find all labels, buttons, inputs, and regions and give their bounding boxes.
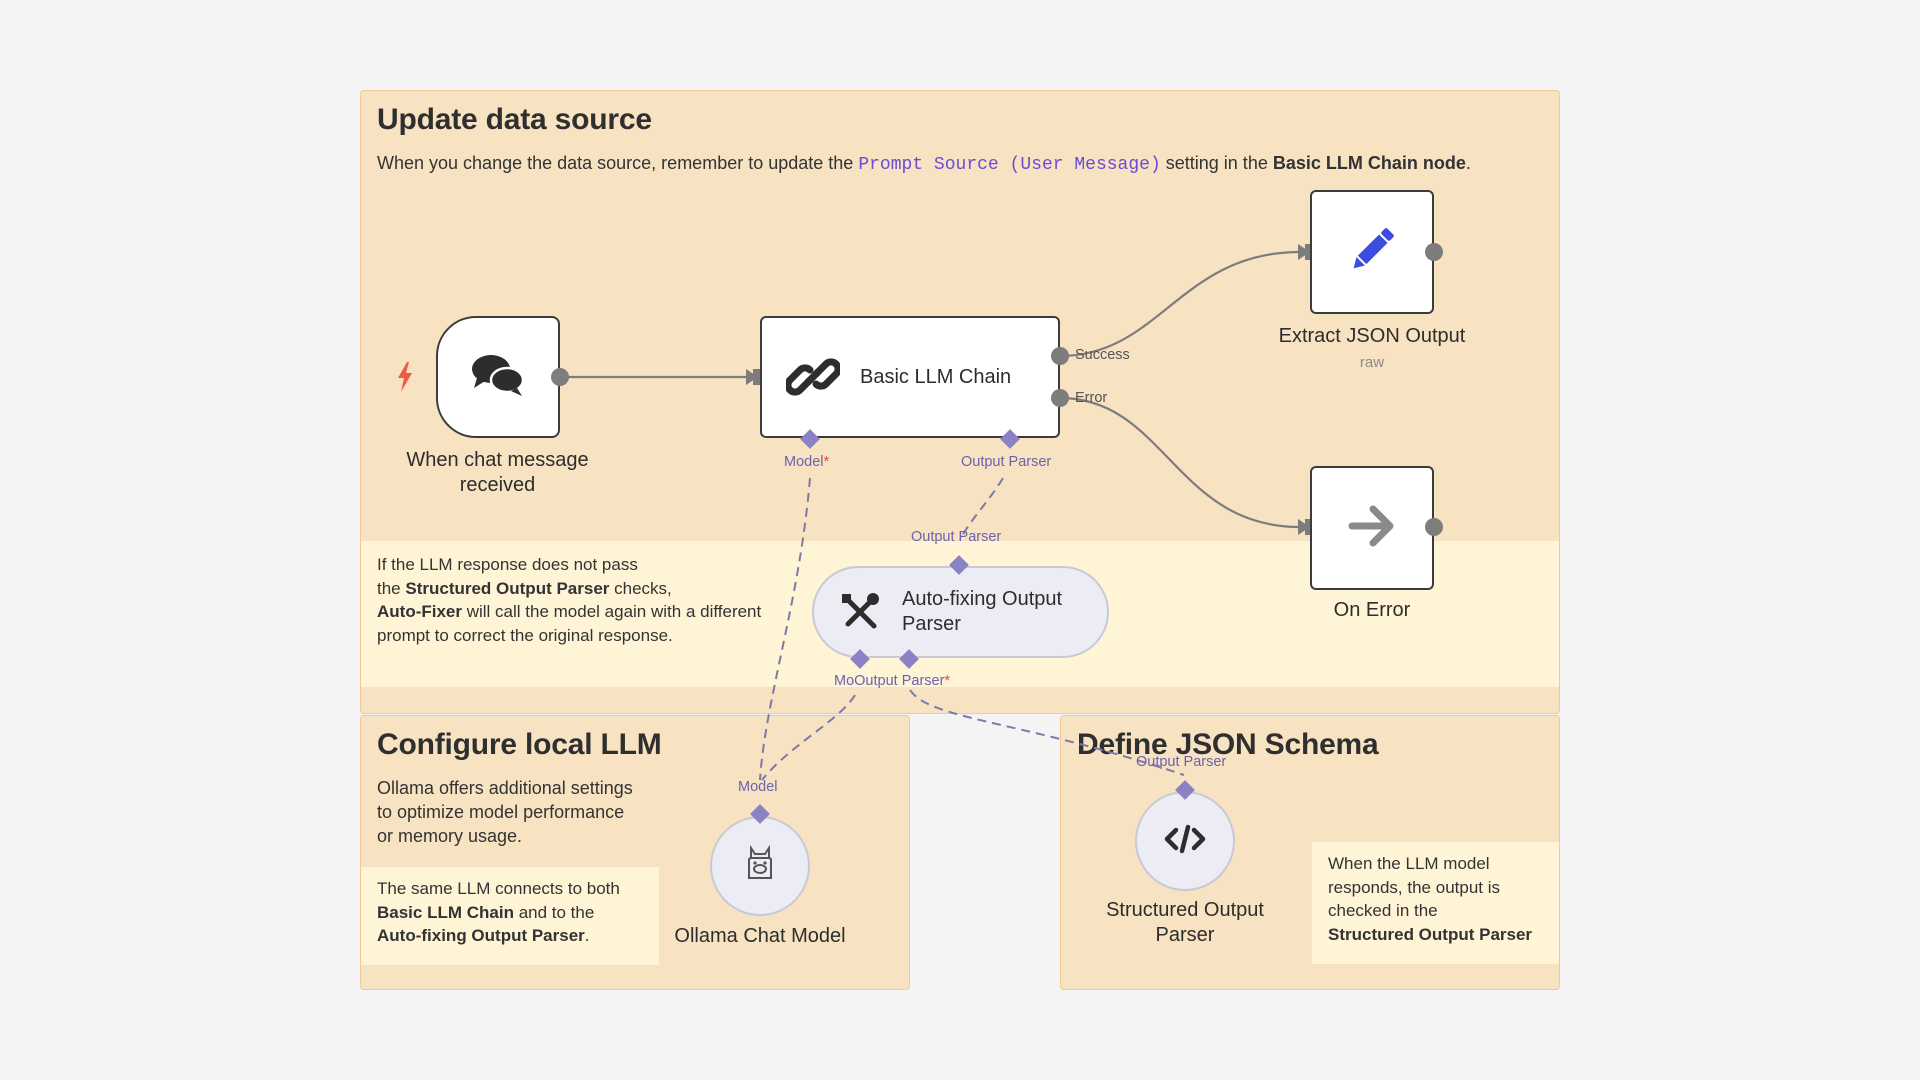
- chain-link-icon: [786, 350, 840, 404]
- bold-text: Basic LLM Chain: [377, 902, 514, 922]
- on-error-label: On Error: [1333, 599, 1411, 621]
- structured-output-parser-node[interactable]: [1135, 791, 1235, 891]
- description-line: to optimize model performance: [377, 802, 625, 822]
- sticky-title: Define JSON Schema: [1077, 728, 1379, 761]
- bold-text: Basic LLM Chain node: [1272, 153, 1466, 173]
- autofix-ports-label: MoOutput Parser*: [834, 673, 950, 689]
- arrow-head: [1298, 519, 1310, 535]
- parser-connection-structured[interactable]: [909, 689, 1185, 776]
- sticky-title: Configure local LLM: [377, 728, 662, 761]
- schema-inner-note[interactable]: When the LLM model responds, the output …: [1312, 842, 1559, 964]
- on-error-node[interactable]: [1310, 466, 1434, 590]
- sticky-title: Update data source: [377, 103, 652, 136]
- extract-json-sublabel: raw: [1359, 354, 1385, 371]
- extract-output-port[interactable]: [1425, 243, 1443, 261]
- pencil-icon: [1344, 222, 1400, 283]
- bold-text: Auto-fixing Output Parser: [377, 926, 585, 945]
- note-text: will call the model again with a differe…: [462, 602, 762, 621]
- note-line: When the LLM model: [1328, 854, 1490, 873]
- note-line: checked in the: [1328, 901, 1438, 920]
- description-text: setting in the: [1160, 153, 1273, 173]
- label-line: received: [459, 474, 536, 496]
- bold-text: Structured Output Parser: [405, 578, 610, 598]
- ollama-chat-model-node[interactable]: [710, 816, 810, 916]
- llm-inner-note[interactable]: The same LLM connects to both Basic LLM …: [361, 867, 659, 965]
- note-text: the: [377, 578, 406, 598]
- note-line: responds, the output is: [1328, 877, 1501, 897]
- description-line: Ollama offers additional settings: [377, 778, 633, 798]
- on-error-output-port[interactable]: [1425, 518, 1443, 536]
- trigger-label: When chat message received: [370, 448, 625, 498]
- error-label: Error: [1075, 390, 1108, 406]
- extract-json-node[interactable]: [1310, 190, 1434, 314]
- description-text: .: [1465, 153, 1471, 173]
- note-line: prompt to correct the original response.: [377, 625, 673, 645]
- trigger-bolt-icon: [396, 362, 414, 397]
- note-line: the Structured Output Parser checks,: [377, 577, 1543, 601]
- label-line: Parser: [902, 613, 961, 635]
- code-snippet: Prompt Source (User Message): [858, 155, 1161, 175]
- bold-text: Structured Output Parser: [1328, 924, 1533, 944]
- required-marker: *: [944, 673, 951, 689]
- note-line: Basic LLM Chain and to the: [377, 901, 643, 925]
- arrow-right-icon: [1347, 503, 1397, 554]
- description-line: or memory usage.: [377, 826, 523, 846]
- label-line: Structured Output: [1106, 899, 1264, 921]
- success-connection[interactable]: [1059, 250, 1301, 358]
- port-label-text: Mo: [834, 673, 855, 689]
- success-output-port[interactable]: [1051, 347, 1069, 365]
- llama-icon: [743, 844, 777, 889]
- chat-bubbles-icon: [471, 352, 525, 403]
- chat-trigger-node[interactable]: [436, 316, 560, 438]
- chain-input-port[interactable]: [753, 369, 763, 385]
- autofix-input-label: Output Parser: [911, 529, 1002, 545]
- sticky-configure-local-llm[interactable]: Configure local LLM Ollama offers additi…: [360, 715, 910, 990]
- sticky-description: When you change the data source, remembe…: [377, 151, 1471, 177]
- extract-json-label: Extract JSON Output: [1278, 325, 1466, 347]
- model-connection-autofix[interactable]: [761, 694, 856, 781]
- label-line: Parser: [1155, 924, 1215, 946]
- chain-parser-label: Output Parser: [961, 454, 1052, 470]
- note-line: The same LLM connects to both: [377, 879, 620, 898]
- ollama-model-label: Model: [738, 779, 778, 795]
- node-title: Auto-fixing Output Parser: [902, 587, 1062, 637]
- label-line: Auto-fixing Output: [902, 588, 1063, 610]
- chain-model-label: Model*: [784, 454, 829, 470]
- parser-connection-chain[interactable]: [959, 477, 1004, 541]
- sticky-description: Ollama offers additional settings to opt…: [377, 776, 633, 848]
- autofixing-parser-node[interactable]: Auto-fixing Output Parser: [812, 566, 1109, 658]
- trigger-output-port[interactable]: [551, 368, 569, 386]
- note-text: and to the: [513, 902, 595, 922]
- description-text: When you change the data source, remembe…: [377, 153, 859, 173]
- node-title: Basic LLM Chain: [860, 365, 1012, 388]
- note-line: Auto-Fixer will call the model again wit…: [377, 600, 1543, 624]
- bold-text: Auto-Fixer: [377, 602, 462, 621]
- note-line: If the LLM response does not pass: [377, 555, 638, 574]
- ollama-label: Ollama Chat Model: [674, 925, 846, 947]
- note-text: .: [584, 926, 590, 945]
- port-label-text: Model: [784, 454, 824, 470]
- error-connection[interactable]: [1059, 396, 1301, 529]
- arrow-head: [746, 369, 758, 385]
- success-label: Success: [1075, 347, 1130, 363]
- note-line: Auto-fixing Output Parser.: [377, 924, 643, 948]
- model-connection-chain[interactable]: [759, 477, 811, 781]
- basic-llm-chain-node[interactable]: Basic LLM Chain: [760, 316, 1060, 438]
- arrow-head: [1298, 244, 1310, 260]
- required-marker: *: [823, 454, 830, 470]
- port-label-text: Output Parser: [854, 673, 945, 689]
- structured-parser-label: Output Parser: [1136, 754, 1227, 770]
- label-line: When chat message: [406, 449, 589, 471]
- tools-icon: [840, 592, 880, 632]
- note-line: Structured Output Parser: [1328, 923, 1543, 947]
- error-output-port[interactable]: [1051, 389, 1069, 407]
- code-icon: [1164, 824, 1206, 859]
- structured-label: Structured Output Parser: [1065, 898, 1305, 948]
- note-text: checks,: [609, 578, 672, 598]
